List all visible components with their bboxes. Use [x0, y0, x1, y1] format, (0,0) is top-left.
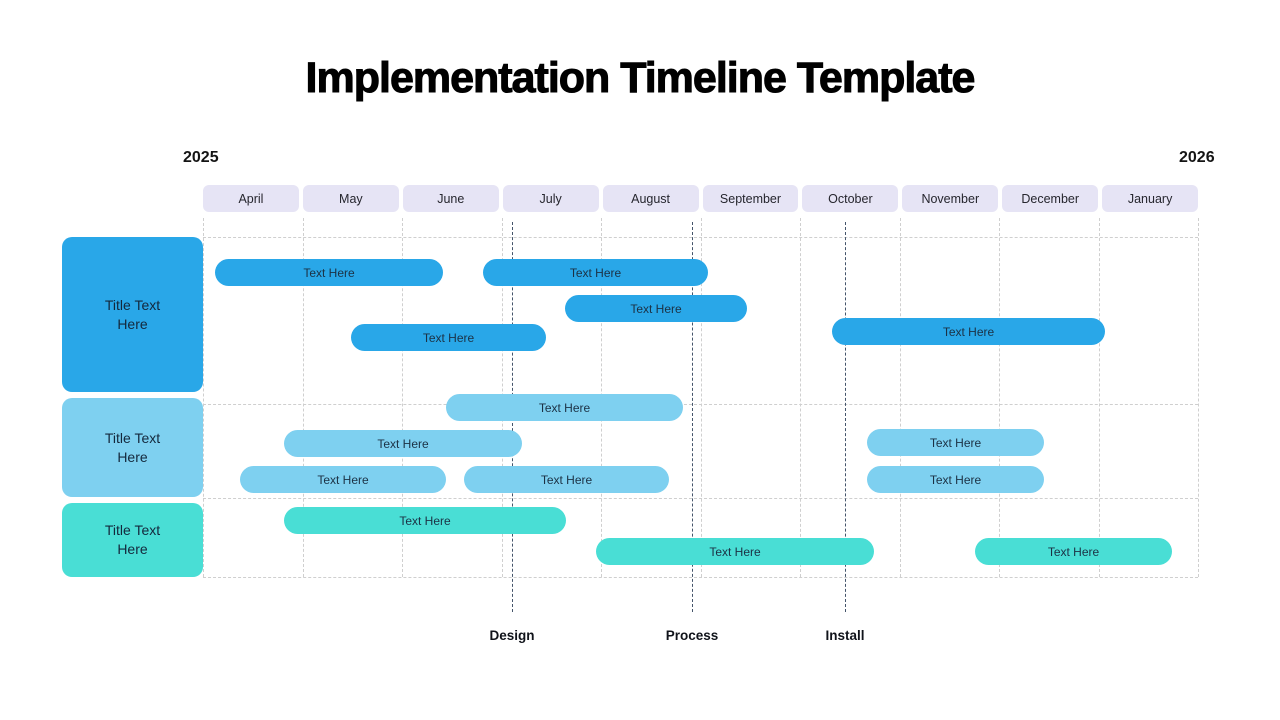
gridline-horizontal	[203, 577, 1198, 578]
month-pill-july: July	[502, 185, 599, 212]
gridline-vertical	[1198, 218, 1199, 577]
gantt-bar-row1-4[interactable]: Text Here	[351, 324, 546, 351]
gridline-vertical	[899, 218, 901, 577]
gridline-horizontal	[203, 404, 1198, 405]
gantt-bar-row2-3[interactable]: Text Here	[240, 466, 446, 493]
gantt-bar-row1-5[interactable]: Text Here	[832, 318, 1105, 345]
month-pill-december: December	[1002, 185, 1099, 212]
gantt-bar-row1-3[interactable]: Text Here	[565, 295, 747, 322]
year-start-label: 2025	[183, 149, 219, 166]
month-pill-october: October	[802, 185, 899, 212]
year-end-label: 2026	[1179, 149, 1215, 166]
gantt-bar-row2-1[interactable]: Text Here	[446, 394, 683, 421]
gantt-bar-row3-1[interactable]: Text Here	[284, 507, 566, 534]
month-pill-april: April	[203, 185, 299, 212]
gantt-bar-row2-4[interactable]: Text Here	[464, 466, 669, 493]
gridline-horizontal	[203, 498, 1198, 499]
month-pill-june: June	[402, 185, 499, 212]
month-pill-november: November	[902, 185, 999, 212]
month-pill-august: August	[602, 185, 699, 212]
milestone-line-install	[845, 222, 846, 612]
row-title-box-1[interactable]: Title Text Here	[62, 237, 203, 392]
gridline-horizontal	[203, 237, 1198, 238]
row-title-box-2[interactable]: Title Text Here	[62, 398, 203, 497]
milestone-label-process: Process	[665, 628, 719, 643]
milestone-label-design: Design	[489, 628, 535, 643]
month-pill-may: May	[302, 185, 399, 212]
gantt-bar-row2-2[interactable]: Text Here	[284, 430, 522, 457]
gridline-vertical	[800, 218, 801, 577]
month-pill-january: January	[1102, 185, 1199, 212]
gridline-vertical	[700, 218, 702, 577]
gantt-bar-row2-6[interactable]: Text Here	[867, 466, 1044, 493]
gantt-bar-row1-2[interactable]: Text Here	[483, 259, 708, 286]
gridline-vertical	[1098, 218, 1100, 577]
gridline-vertical	[302, 218, 304, 577]
milestone-label-install: Install	[825, 628, 865, 643]
gantt-bar-row2-5[interactable]: Text Here	[867, 429, 1044, 456]
milestone-line-process	[692, 222, 693, 612]
page-title: Implementation Timeline Template	[305, 54, 976, 103]
gantt-bar-row3-3[interactable]: Text Here	[975, 538, 1172, 565]
gantt-bar-row3-2[interactable]: Text Here	[596, 538, 874, 565]
gantt-bar-row1-1[interactable]: Text Here	[215, 259, 443, 286]
row-title-box-3[interactable]: Title Text Here	[62, 503, 203, 577]
gridline-vertical	[999, 218, 1000, 577]
gridline-vertical	[203, 218, 204, 577]
gridline-vertical	[402, 218, 403, 577]
month-pill-september: September	[702, 185, 799, 212]
